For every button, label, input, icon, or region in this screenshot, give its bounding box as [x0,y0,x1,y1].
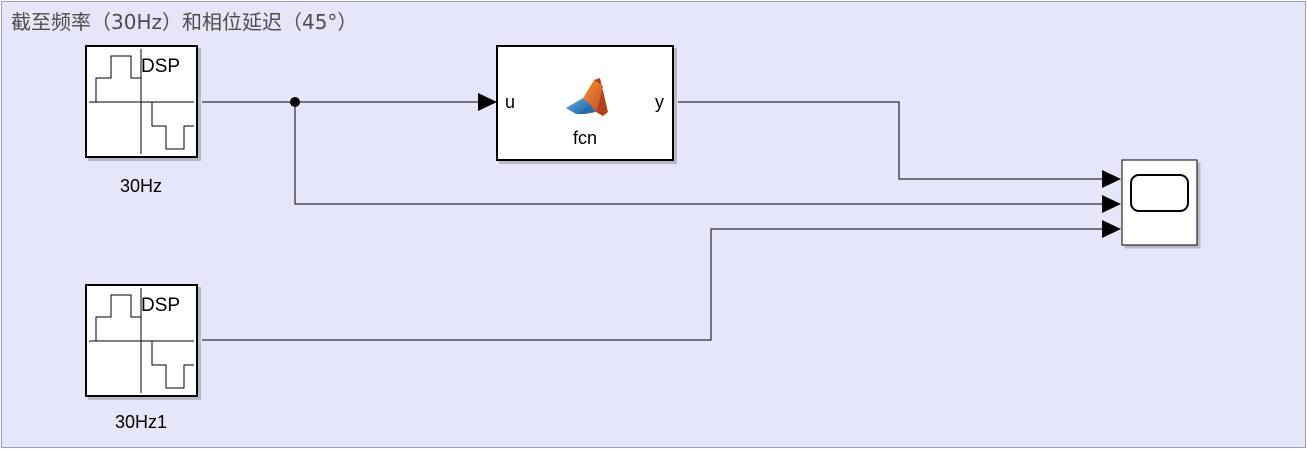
branch-point [290,97,300,107]
arrow-fcn-input [478,93,497,111]
dsp-label: DSP [141,295,180,316]
square-wave-icon [95,294,194,389]
arrow-scope-input-2 [1102,195,1121,213]
signal-lines [202,101,1104,341]
signal-line-fcn-to-scope-1[interactable] [678,101,1104,180]
dsp-label: DSP [141,56,180,77]
dsp-source-block-top[interactable]: DSP 30Hz [85,45,198,196]
signal-arrowheads [478,93,1121,238]
signal-line-source2-to-scope-3[interactable] [202,228,1104,341]
dsp-source-block-bottom[interactable]: DSP 30Hz1 [85,284,198,432]
signal-line-branch-to-scope-2[interactable] [294,102,1104,205]
scope-block[interactable] [1121,159,1198,246]
scope-display-icon [1130,174,1189,212]
output-port-label: y [655,92,664,112]
input-port-label: u [505,92,515,112]
block-caption[interactable]: 30Hz1 [115,412,167,432]
function-name-label: fcn [573,128,597,148]
square-wave-icon [95,55,194,150]
matlab-function-block[interactable]: u y fcn [496,45,674,161]
matlab-logo-icon [566,78,608,116]
block-caption[interactable]: 30Hz [120,176,162,196]
arrow-scope-input-1 [1102,170,1121,188]
area-annotation-title: 截至频率（30Hz）和相位延迟（45°） [11,10,358,34]
arrow-scope-input-3 [1102,220,1121,238]
